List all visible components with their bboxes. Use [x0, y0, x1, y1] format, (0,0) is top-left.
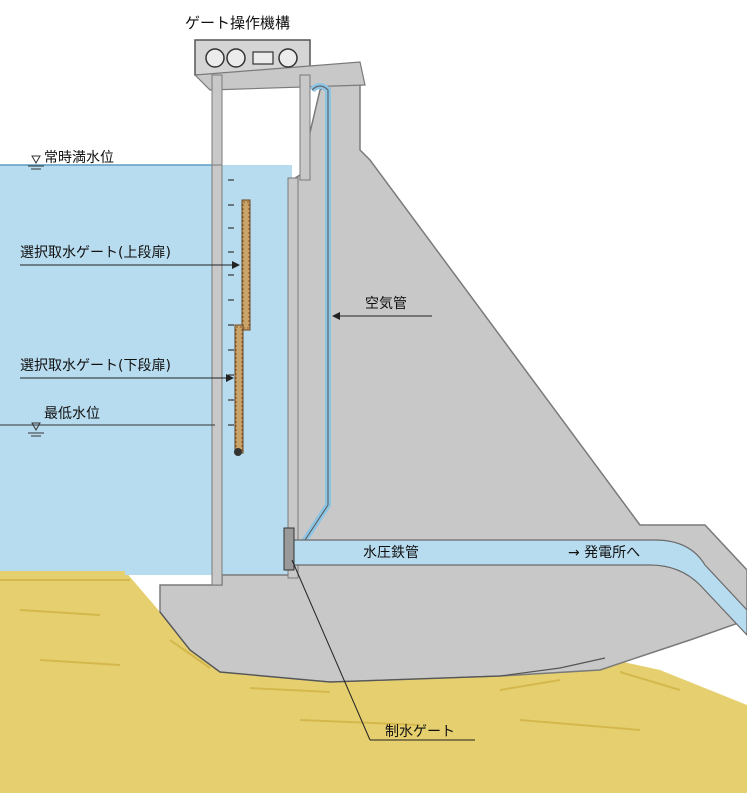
hoist-drum-icon	[278, 48, 298, 68]
penstock	[291, 539, 747, 636]
air-pipe-arrowhead	[332, 312, 340, 320]
min-water-level-label: 最低水位	[44, 406, 100, 422]
hoist-drum-icon	[205, 48, 225, 68]
normal-water-level-marker	[28, 155, 44, 170]
tower-column	[211, 74, 223, 166]
control-gate-label: 制水ゲート	[385, 724, 455, 740]
air-pipe-outline	[304, 85, 329, 555]
upper-gate-arrowhead	[232, 261, 240, 269]
lower-gate-arrowhead	[226, 374, 234, 382]
air-pipe-label: 空気管	[365, 296, 407, 312]
guide-rail-ticks	[228, 179, 234, 426]
upper-gate-leaf	[241, 199, 251, 331]
hoist-motor-icon	[252, 51, 274, 65]
lower-gate-label: 選択取水ゲート(下段扉)	[20, 358, 171, 374]
intake-shaft-water	[222, 165, 292, 575]
upper-gate-dots	[242, 201, 250, 329]
control-gate	[283, 527, 295, 571]
control-gate-leader	[291, 559, 371, 741]
upper-gate-label: 選択取水ゲート(上段扉)	[20, 245, 171, 261]
hoist-drum-icon	[226, 48, 246, 68]
bedrock-texture	[0, 579, 681, 731]
dam-body	[159, 63, 747, 683]
gate-bottom-roller	[234, 448, 242, 456]
normal-water-level-label: 常時満水位	[44, 150, 114, 166]
gate-house-deck	[193, 61, 366, 91]
tower-column	[299, 74, 311, 181]
gate-mechanism-label: ゲート操作機構	[185, 14, 290, 32]
to-power-station-label: → 発電所へ	[568, 545, 640, 561]
bedrock	[0, 571, 747, 793]
foundation-line	[159, 611, 606, 683]
intake-tower-back-wall	[287, 177, 299, 579]
penstock-label: 水圧鉄管	[363, 545, 419, 561]
min-water-level-marker	[0, 422, 215, 437]
reservoir-water	[0, 165, 215, 575]
